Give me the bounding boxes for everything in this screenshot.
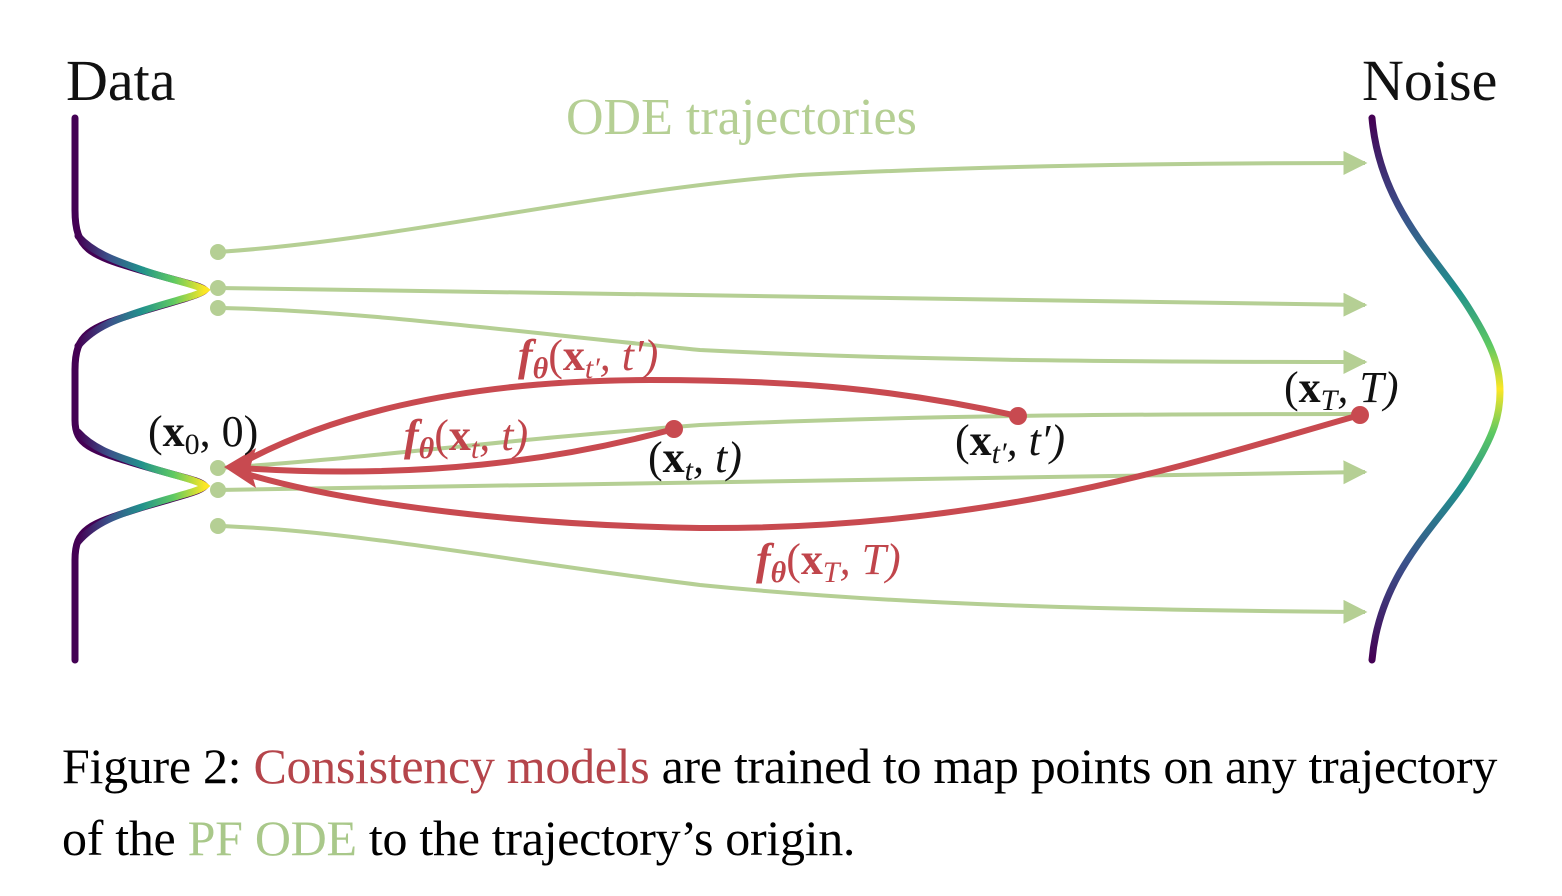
- point-xt: [665, 420, 683, 438]
- ode-trajectories: [217, 151, 1368, 624]
- map-from-xtp: [237, 376, 1021, 467]
- label-f-xT: fθ(xT, T): [756, 535, 901, 589]
- consistency-model-diagram: Data Noise ODE trajectories: [66, 48, 1504, 664]
- noise-title: Noise: [1362, 48, 1497, 113]
- trajectory-4: [217, 412, 1366, 470]
- label-origin: (x0, 0): [148, 407, 258, 461]
- figure-caption: Figure 2: Consistency models are trained…: [62, 730, 1532, 874]
- map-from-xT: [237, 412, 1363, 532]
- ode-trajectories-title: ODE trajectories: [566, 89, 917, 146]
- label-f-xtp: fθ(xt′, t′): [518, 331, 658, 385]
- consistency-points: [665, 406, 1369, 438]
- point-xtp: [1009, 407, 1027, 425]
- caption-prefix: Figure 2:: [62, 738, 254, 794]
- label-xtp: (xt′, t′): [955, 416, 1065, 470]
- trajectory-5: [217, 460, 1368, 492]
- label-f-xt: fθ(xt, t): [404, 411, 528, 465]
- trajectory-1: [217, 151, 1368, 254]
- map-from-xt: [237, 426, 677, 475]
- data-distribution-curve: [71, 114, 211, 664]
- data-title: Data: [66, 48, 176, 113]
- caption-middle: are trained to map points on any traject…: [62, 738, 1498, 866]
- noise-distribution-curve: [1368, 114, 1504, 664]
- caption-pf-ode: PF ODE: [187, 810, 357, 866]
- trajectory-6: [217, 524, 1368, 624]
- trajectory-2: [217, 286, 1368, 317]
- caption-consistency-models: Consistency models: [253, 738, 650, 794]
- label-xt: (xt, t): [648, 433, 742, 487]
- point-xT: [1351, 406, 1369, 424]
- caption-suffix: to the trajectory’s origin.: [356, 810, 856, 866]
- consistency-maps: [237, 376, 1363, 532]
- trajectory-3: [217, 306, 1368, 374]
- trajectory-start-points: [210, 244, 226, 534]
- arrowhead-icon: [224, 448, 256, 488]
- label-xT: (xT, T): [1284, 363, 1398, 417]
